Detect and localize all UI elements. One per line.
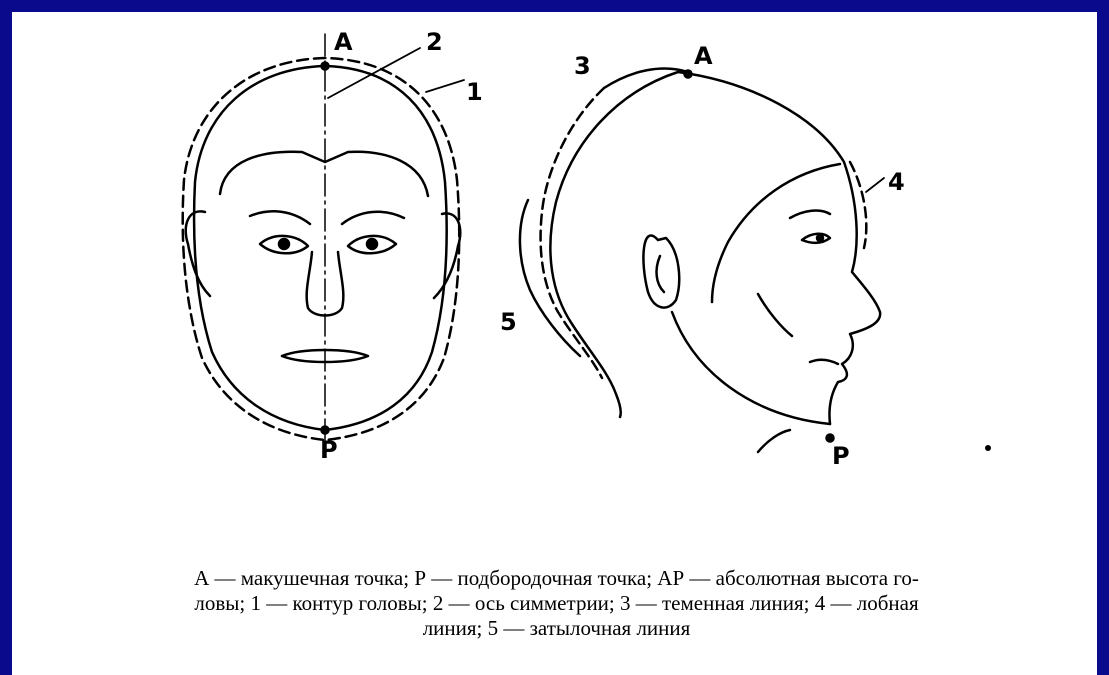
side-vertex-point	[685, 71, 692, 78]
label-num-3: 3	[574, 52, 591, 80]
label-num-4: 4	[888, 168, 905, 196]
label-chin-side: P	[832, 442, 850, 470]
side-face-profile	[678, 72, 880, 424]
side-neck	[758, 430, 790, 452]
front-chin-point	[322, 427, 329, 434]
side-cheek	[758, 294, 792, 336]
caption-line-3: линия; 5 — затылочная линия	[16, 616, 1097, 641]
pointer-4	[866, 178, 884, 192]
side-occipital-line	[520, 200, 580, 356]
side-head	[520, 69, 884, 452]
front-left-pupil	[279, 239, 289, 249]
label-vertex-side: A	[694, 42, 713, 70]
head-diagram: A 2 1 P 3 A 4 5 P	[12, 12, 1097, 557]
side-ear-inner	[657, 256, 664, 292]
side-pupil	[817, 235, 823, 241]
pointer-1	[426, 80, 464, 92]
front-vertex-point	[322, 63, 329, 70]
side-brow	[790, 211, 830, 218]
label-num-2: 2	[426, 28, 443, 56]
front-right-pupil	[367, 239, 377, 249]
front-right-brow	[342, 212, 404, 224]
speck	[985, 445, 991, 451]
figure-panel: A 2 1 P 3 A 4 5 P А — макушечная точка; …	[12, 12, 1097, 675]
front-left-brow	[250, 211, 310, 224]
front-head	[183, 34, 464, 452]
caption-line-2: ловы; 1 — контур головы; 2 — ось симметр…	[16, 591, 1097, 616]
front-head-contour	[194, 66, 447, 430]
caption-line-1: А — макушечная точка; Р — подбородочная …	[16, 566, 1097, 591]
side-back-contour	[550, 72, 678, 417]
label-num-1: 1	[466, 78, 483, 106]
figure-caption: А — макушечная точка; Р — подбородочная …	[16, 566, 1097, 641]
label-vertex-front: A	[334, 28, 353, 56]
label-num-5: 5	[500, 308, 517, 336]
side-mouth	[810, 360, 838, 364]
front-hairline	[220, 152, 428, 196]
side-chin-point	[827, 435, 834, 442]
side-ear	[643, 236, 679, 308]
side-jaw	[672, 312, 830, 424]
label-chin-front: P	[320, 436, 338, 464]
side-frontal-dashed	[850, 162, 866, 248]
